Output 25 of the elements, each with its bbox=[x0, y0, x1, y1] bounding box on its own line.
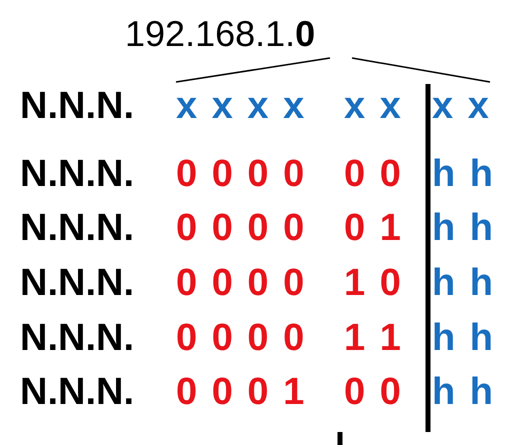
network-prefix: N.N.N. bbox=[20, 372, 134, 412]
subnet-bits: 0 0 0 1 bbox=[176, 372, 306, 412]
ip-address: 192.168.1.0 bbox=[125, 14, 316, 54]
network-prefix: N.N.N. bbox=[20, 86, 134, 126]
subnet-bits: 0 0 0 0 bbox=[176, 208, 306, 248]
host-bits: h h bbox=[432, 372, 495, 412]
subnet-bits: 0 1 bbox=[344, 208, 403, 248]
bit-placeholders: x x bbox=[344, 86, 403, 126]
bit-placeholders: x x bbox=[432, 86, 491, 126]
subnet-bits: 0 0 0 0 bbox=[176, 263, 306, 303]
subnet-bits: 1 1 bbox=[344, 318, 403, 358]
host-bits: h h bbox=[432, 263, 495, 303]
network-prefix: N.N.N. bbox=[20, 154, 134, 194]
network-prefix: N.N.N. bbox=[20, 318, 134, 358]
subnet-bits: 1 0 bbox=[344, 263, 403, 303]
bit-placeholders: x x x x bbox=[176, 86, 306, 126]
subnet-bits: 0 0 bbox=[344, 372, 403, 412]
subnet-bits: 0 0 0 0 bbox=[176, 154, 306, 194]
host-bits: h h bbox=[432, 208, 495, 248]
subnet-bits: 0 0 bbox=[344, 154, 403, 194]
host-bits: h h bbox=[432, 318, 495, 358]
network-prefix: N.N.N. bbox=[20, 263, 134, 303]
subnet-bits: 0 0 0 0 bbox=[176, 318, 306, 358]
network-prefix: N.N.N. bbox=[20, 208, 134, 248]
host-bits: h h bbox=[432, 154, 495, 194]
